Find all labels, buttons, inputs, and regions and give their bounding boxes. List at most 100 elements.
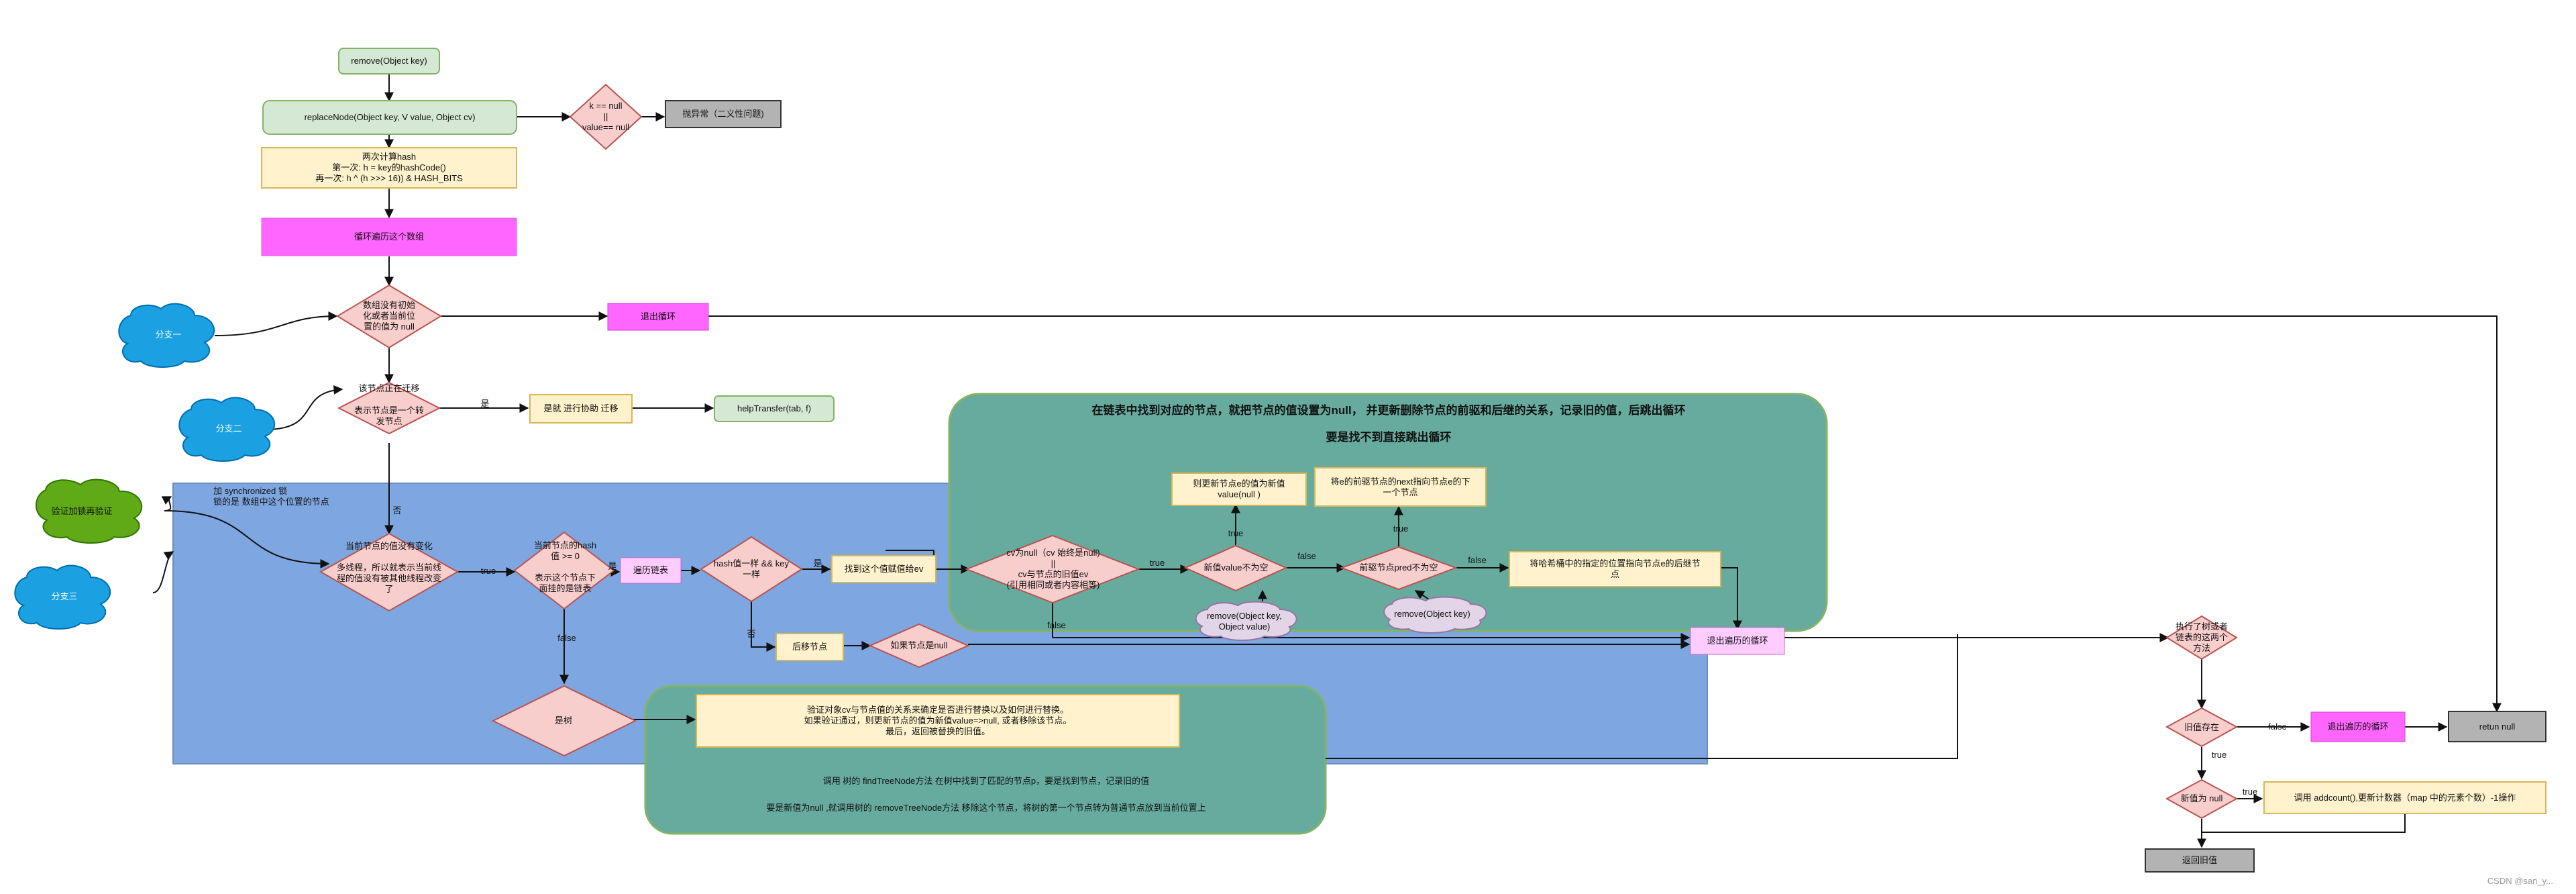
true-label-5: true bbox=[2211, 750, 2227, 760]
tree-line-1: 调用 树的 findTreeNode方法 在树中找到了匹配的节点p，要是找到节点… bbox=[822, 776, 1150, 786]
exit-traverse-label: 退出遍历的循环 bbox=[1707, 636, 1768, 646]
hash-bucket-box[interactable] bbox=[1509, 551, 1721, 587]
hash-bucket-label: 将哈希桶中的指定的位置指向节点e的后继节 点 bbox=[1529, 558, 1701, 579]
prev-next-label: 将e的前驱节点的next指向节点e的下 一个节点 bbox=[1330, 476, 1470, 497]
exit-loop-label: 退出循环 bbox=[640, 311, 676, 321]
new-value-diamond[interactable] bbox=[1183, 544, 1288, 592]
tree-text-box[interactable] bbox=[696, 694, 1180, 748]
yes-label-2: 是 bbox=[608, 561, 617, 571]
throw-label: 抛异常（二义性问题) bbox=[682, 109, 764, 119]
branch-3-label: 分支三 bbox=[51, 591, 78, 601]
false-label-cv: false bbox=[1047, 620, 1066, 630]
branch-1-label: 分支一 bbox=[155, 330, 182, 340]
cv-check-diamond[interactable] bbox=[965, 534, 1140, 604]
set-value-label: 则更新节点e的值为新值 value(null ) bbox=[1193, 479, 1285, 499]
found-box[interactable] bbox=[831, 555, 936, 583]
true-label-4: true bbox=[1393, 524, 1409, 534]
exit-traverse-box-2[interactable] bbox=[2310, 711, 2406, 742]
old-exists-diamond[interactable] bbox=[2165, 707, 2239, 748]
tree-diamond[interactable] bbox=[491, 685, 637, 757]
cloud-branch-3 bbox=[14, 564, 111, 630]
help-migrate-label: 是就 进行协助 迁移 bbox=[543, 403, 619, 413]
true-label-3: true bbox=[1228, 528, 1244, 538]
hash-gte-diamond[interactable] bbox=[513, 531, 615, 610]
exec-after-diamond[interactable] bbox=[2165, 615, 2238, 660]
cloud-verify bbox=[36, 479, 142, 544]
help-transfer-label: helpTransfer(tab, f) bbox=[737, 403, 812, 413]
true-label-6: true bbox=[2242, 787, 2258, 797]
addcount-label: 调用 addcount(),更新计数器（map 中的元素个数）-1操作 bbox=[2294, 792, 2516, 803]
changed-label: 当前节点的值没有变化 多线程，所以就表示当前线 程的值没有被其他线程改变 了 bbox=[336, 541, 441, 594]
forward-top-label: 该节点正在迁移 bbox=[358, 383, 420, 393]
cloud-branch-2 bbox=[178, 397, 276, 462]
found-label: 找到这个值赋值给ev bbox=[844, 564, 924, 574]
tree-text-label: 验证对象cv与节点值的关系来确定是否进行替换以及如何进行替换。 如果验证通过，则… bbox=[804, 705, 1072, 736]
exit-loop-box[interactable] bbox=[607, 303, 709, 331]
cloud-remove-key bbox=[1383, 596, 1487, 634]
true-label-2: true bbox=[1149, 558, 1165, 568]
watermark: CSDN @san_y... bbox=[2487, 876, 2553, 886]
array-check-label: 数组没有初始 化或者当前位 置的值为 null bbox=[362, 300, 415, 332]
changed-diamond[interactable] bbox=[319, 532, 460, 612]
replace-node-box[interactable] bbox=[262, 100, 517, 135]
remove-label: remove(Object key) bbox=[351, 56, 427, 66]
cloud-branch-1 bbox=[118, 303, 215, 368]
hash-box[interactable] bbox=[261, 147, 517, 189]
replace-node-label: replaceNode(Object key, V value, Object … bbox=[304, 112, 476, 122]
false-label-4: false bbox=[2268, 722, 2287, 732]
if-null-label: 如果节点是null bbox=[890, 640, 948, 650]
new-null-diamond[interactable] bbox=[2165, 779, 2239, 820]
forward-diamond[interactable] bbox=[337, 381, 441, 435]
false-label-1: false bbox=[557, 633, 576, 643]
return-null-box[interactable] bbox=[2448, 711, 2546, 742]
false-label-3: false bbox=[1468, 555, 1487, 565]
help-migrate-box[interactable] bbox=[529, 394, 633, 424]
null-check-label: k == null || value== null bbox=[582, 101, 630, 132]
false-label-2: false bbox=[1297, 551, 1316, 561]
loop-label: 循环遍历这个数组 bbox=[354, 232, 424, 242]
cloud-remove-key-value bbox=[1195, 601, 1297, 641]
loop-box[interactable] bbox=[261, 217, 517, 256]
null-check-diamond[interactable] bbox=[569, 83, 643, 150]
tree-line-2: 要是新值为null ,就调用树的 removeTreeNode方法 移除这个节点… bbox=[766, 803, 1206, 813]
pred-diamond[interactable] bbox=[1340, 546, 1458, 591]
yes-label-3: 是 bbox=[813, 558, 822, 568]
return-old-label: 返回旧值 bbox=[2182, 855, 2217, 865]
if-null-diamond[interactable] bbox=[868, 623, 970, 668]
no-label-2: 否 bbox=[747, 629, 756, 639]
hash-key-diamond[interactable] bbox=[700, 536, 803, 603]
remove-box[interactable] bbox=[338, 48, 440, 74]
new-value-label: 新值value不为空 bbox=[1203, 562, 1269, 573]
old-exists-label: 旧值存在 bbox=[2184, 722, 2219, 732]
traverse-label: 遍历链表 bbox=[633, 565, 668, 575]
linked-list-header-2: 要是找不到直接跳出循环 bbox=[1326, 430, 1452, 444]
prev-next-box[interactable] bbox=[1314, 467, 1487, 507]
set-value-box[interactable] bbox=[1171, 473, 1307, 506]
return-null-label: retun null bbox=[2479, 721, 2516, 732]
hash-key-label: hash值一样 && key 一样 bbox=[714, 558, 789, 579]
tree-label: 是树 bbox=[554, 715, 572, 726]
exit-traverse-2-label: 退出遍历的循环 bbox=[2327, 722, 2389, 732]
yes-label-1: 是 bbox=[480, 399, 490, 409]
verify-label: 验证加锁再验证 bbox=[51, 506, 113, 516]
branch-2-label: 分支二 bbox=[215, 424, 242, 434]
forward-label: 表示节点是一个转 发节点 bbox=[354, 405, 424, 426]
sync-label: 加 synchronized 锁 锁的是 数组中这个位置的节点 bbox=[213, 486, 329, 507]
next-node-label: 后移节点 bbox=[792, 642, 827, 652]
exec-after-label: 执行了树或者 链表的这两个 方法 bbox=[2175, 622, 2228, 653]
array-check-diamond[interactable] bbox=[336, 284, 442, 349]
addcount-box[interactable] bbox=[2263, 781, 2546, 814]
new-null-label: 新值为 null bbox=[2180, 793, 2223, 803]
next-node-box[interactable] bbox=[775, 633, 844, 661]
exit-traverse-box[interactable] bbox=[1690, 627, 1785, 655]
throw-box[interactable] bbox=[665, 100, 782, 128]
help-transfer-box[interactable] bbox=[714, 395, 835, 422]
return-old-box[interactable] bbox=[2145, 848, 2255, 873]
true-label-1: true bbox=[480, 566, 496, 576]
cloud-remove-key-label: remove(Object key) bbox=[1394, 609, 1470, 619]
hash-label: 两次计算hash 第一次: h = key的hashCode() 再一次: h … bbox=[315, 152, 463, 183]
pred-label: 前驱节点pred不为空 bbox=[1359, 562, 1438, 573]
traverse-box[interactable] bbox=[620, 557, 682, 584]
